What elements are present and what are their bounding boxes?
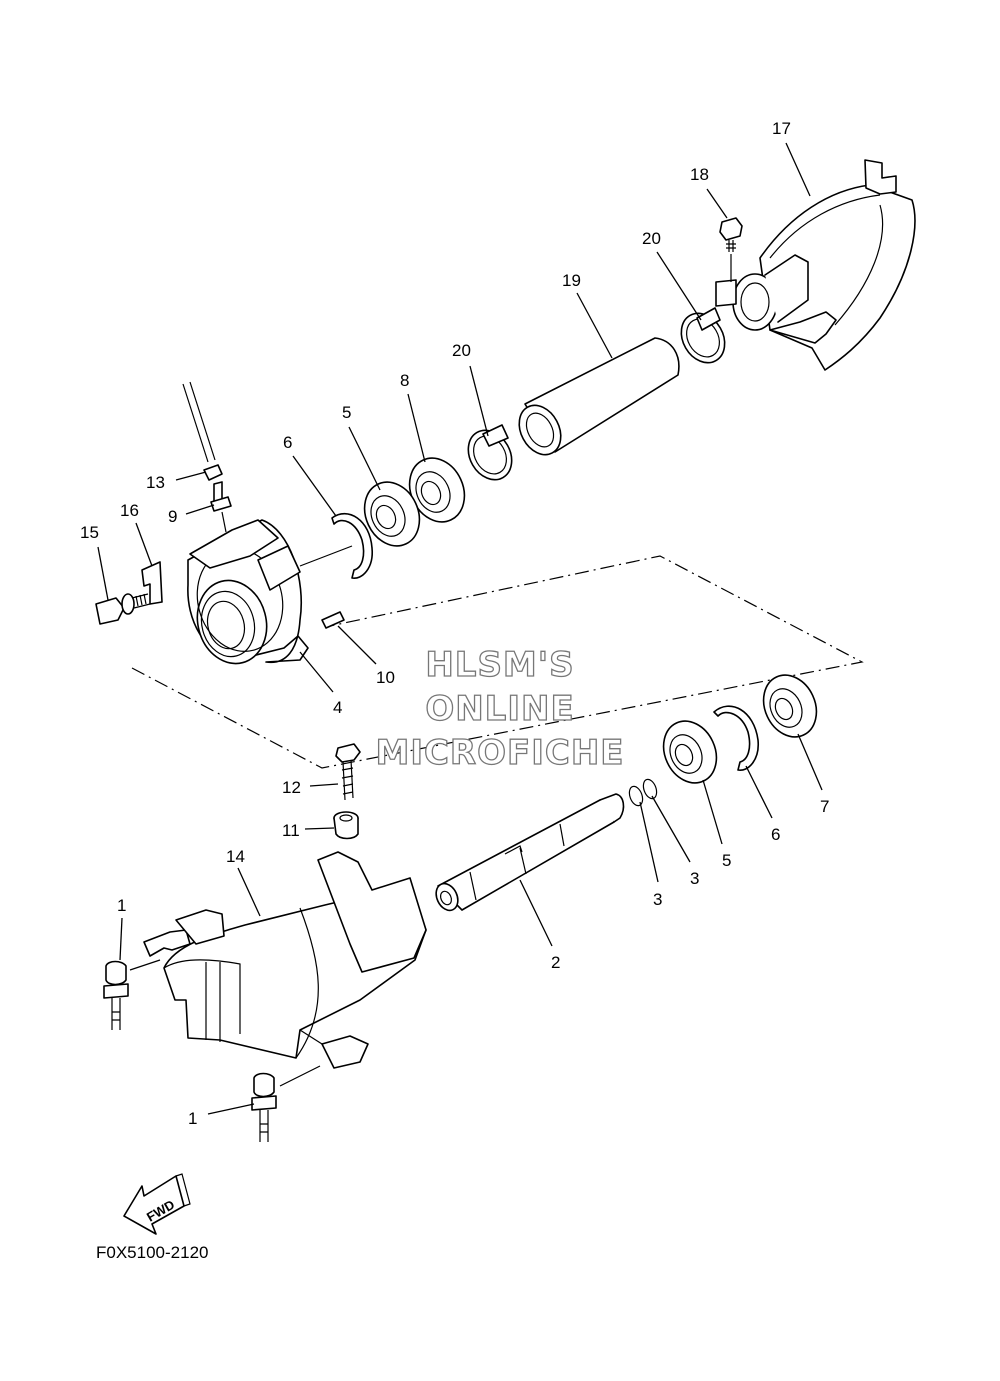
- hose-line: [182, 381, 216, 463]
- callout-11: 11: [282, 821, 300, 840]
- callout-19: 19: [562, 271, 581, 290]
- callout-3-right: 3: [690, 869, 699, 888]
- part-8-bearing: [408, 457, 466, 523]
- callout-15: 15: [80, 523, 99, 542]
- callout-1-lower: 1: [188, 1109, 197, 1128]
- part-6-circlip-upper: [299, 512, 373, 579]
- watermark: HLSM'S ONLINE MICROFICHE: [375, 644, 624, 773]
- callout-6-lower: 6: [771, 825, 780, 844]
- callout-7: 7: [820, 797, 829, 816]
- part-20-hose-clamp-lower: [467, 424, 513, 481]
- callout-16: 16: [120, 501, 139, 520]
- part-1-bolt-lower: [251, 1065, 321, 1142]
- callout-labels: 17 18 20 19 20 8 5 6 13 9 16 15 10 4 12 …: [80, 119, 829, 1128]
- part-5-bearing-upper: [363, 481, 421, 547]
- callout-18: 18: [690, 165, 709, 184]
- fwd-arrow-icon: FWD: [123, 1173, 191, 1235]
- watermark-line-1: HLSM'S: [425, 645, 574, 685]
- callout-8: 8: [400, 371, 409, 390]
- part-15-bolt: [95, 593, 151, 625]
- callout-3-left: 3: [653, 890, 662, 909]
- part-2-drive-shaft: [435, 793, 625, 912]
- callout-2: 2: [551, 953, 560, 972]
- part-5-bearing-lower: [662, 720, 718, 784]
- callout-14: 14: [226, 847, 245, 866]
- callout-10: 10: [376, 668, 395, 687]
- part-17-nozzle-deflector: [715, 159, 916, 371]
- leader-lines: [97, 142, 823, 1115]
- part-12-bolt: [335, 743, 361, 801]
- part-14-cover: [143, 851, 427, 1069]
- callout-5-upper: 5: [342, 403, 351, 422]
- callout-4: 4: [333, 698, 342, 717]
- callout-17: 17: [772, 119, 791, 138]
- callout-6-upper: 6: [283, 433, 292, 452]
- callout-5-lower: 5: [722, 851, 731, 870]
- part-6-circlip-lower: [713, 705, 759, 771]
- part-19-hose: [518, 337, 680, 456]
- callout-20-lower: 20: [452, 341, 471, 360]
- part-7-bearing: [762, 674, 818, 738]
- callout-12: 12: [282, 778, 301, 797]
- callout-1-upper: 1: [117, 896, 126, 915]
- part-4-housing: [187, 519, 309, 665]
- part-3-o-rings: [628, 778, 658, 807]
- callout-20-upper: 20: [642, 229, 661, 248]
- part-13-clip: [203, 464, 223, 481]
- part-10-pin: [321, 611, 345, 629]
- part-20-hose-clamp-upper: [680, 307, 726, 364]
- part-11-collar: [333, 811, 359, 840]
- assembly-outline: [131, 555, 864, 769]
- watermark-line-2: ONLINE: [425, 689, 574, 729]
- part-9-fitting: [210, 481, 232, 533]
- figure-code: F0X5100-2120: [96, 1243, 208, 1262]
- callout-9: 9: [168, 507, 177, 526]
- part-1-bolt-upper: [103, 959, 161, 1030]
- callout-13: 13: [146, 473, 165, 492]
- watermark-line-3: MICROFICHE: [375, 733, 624, 773]
- part-18-bolt: [719, 217, 743, 282]
